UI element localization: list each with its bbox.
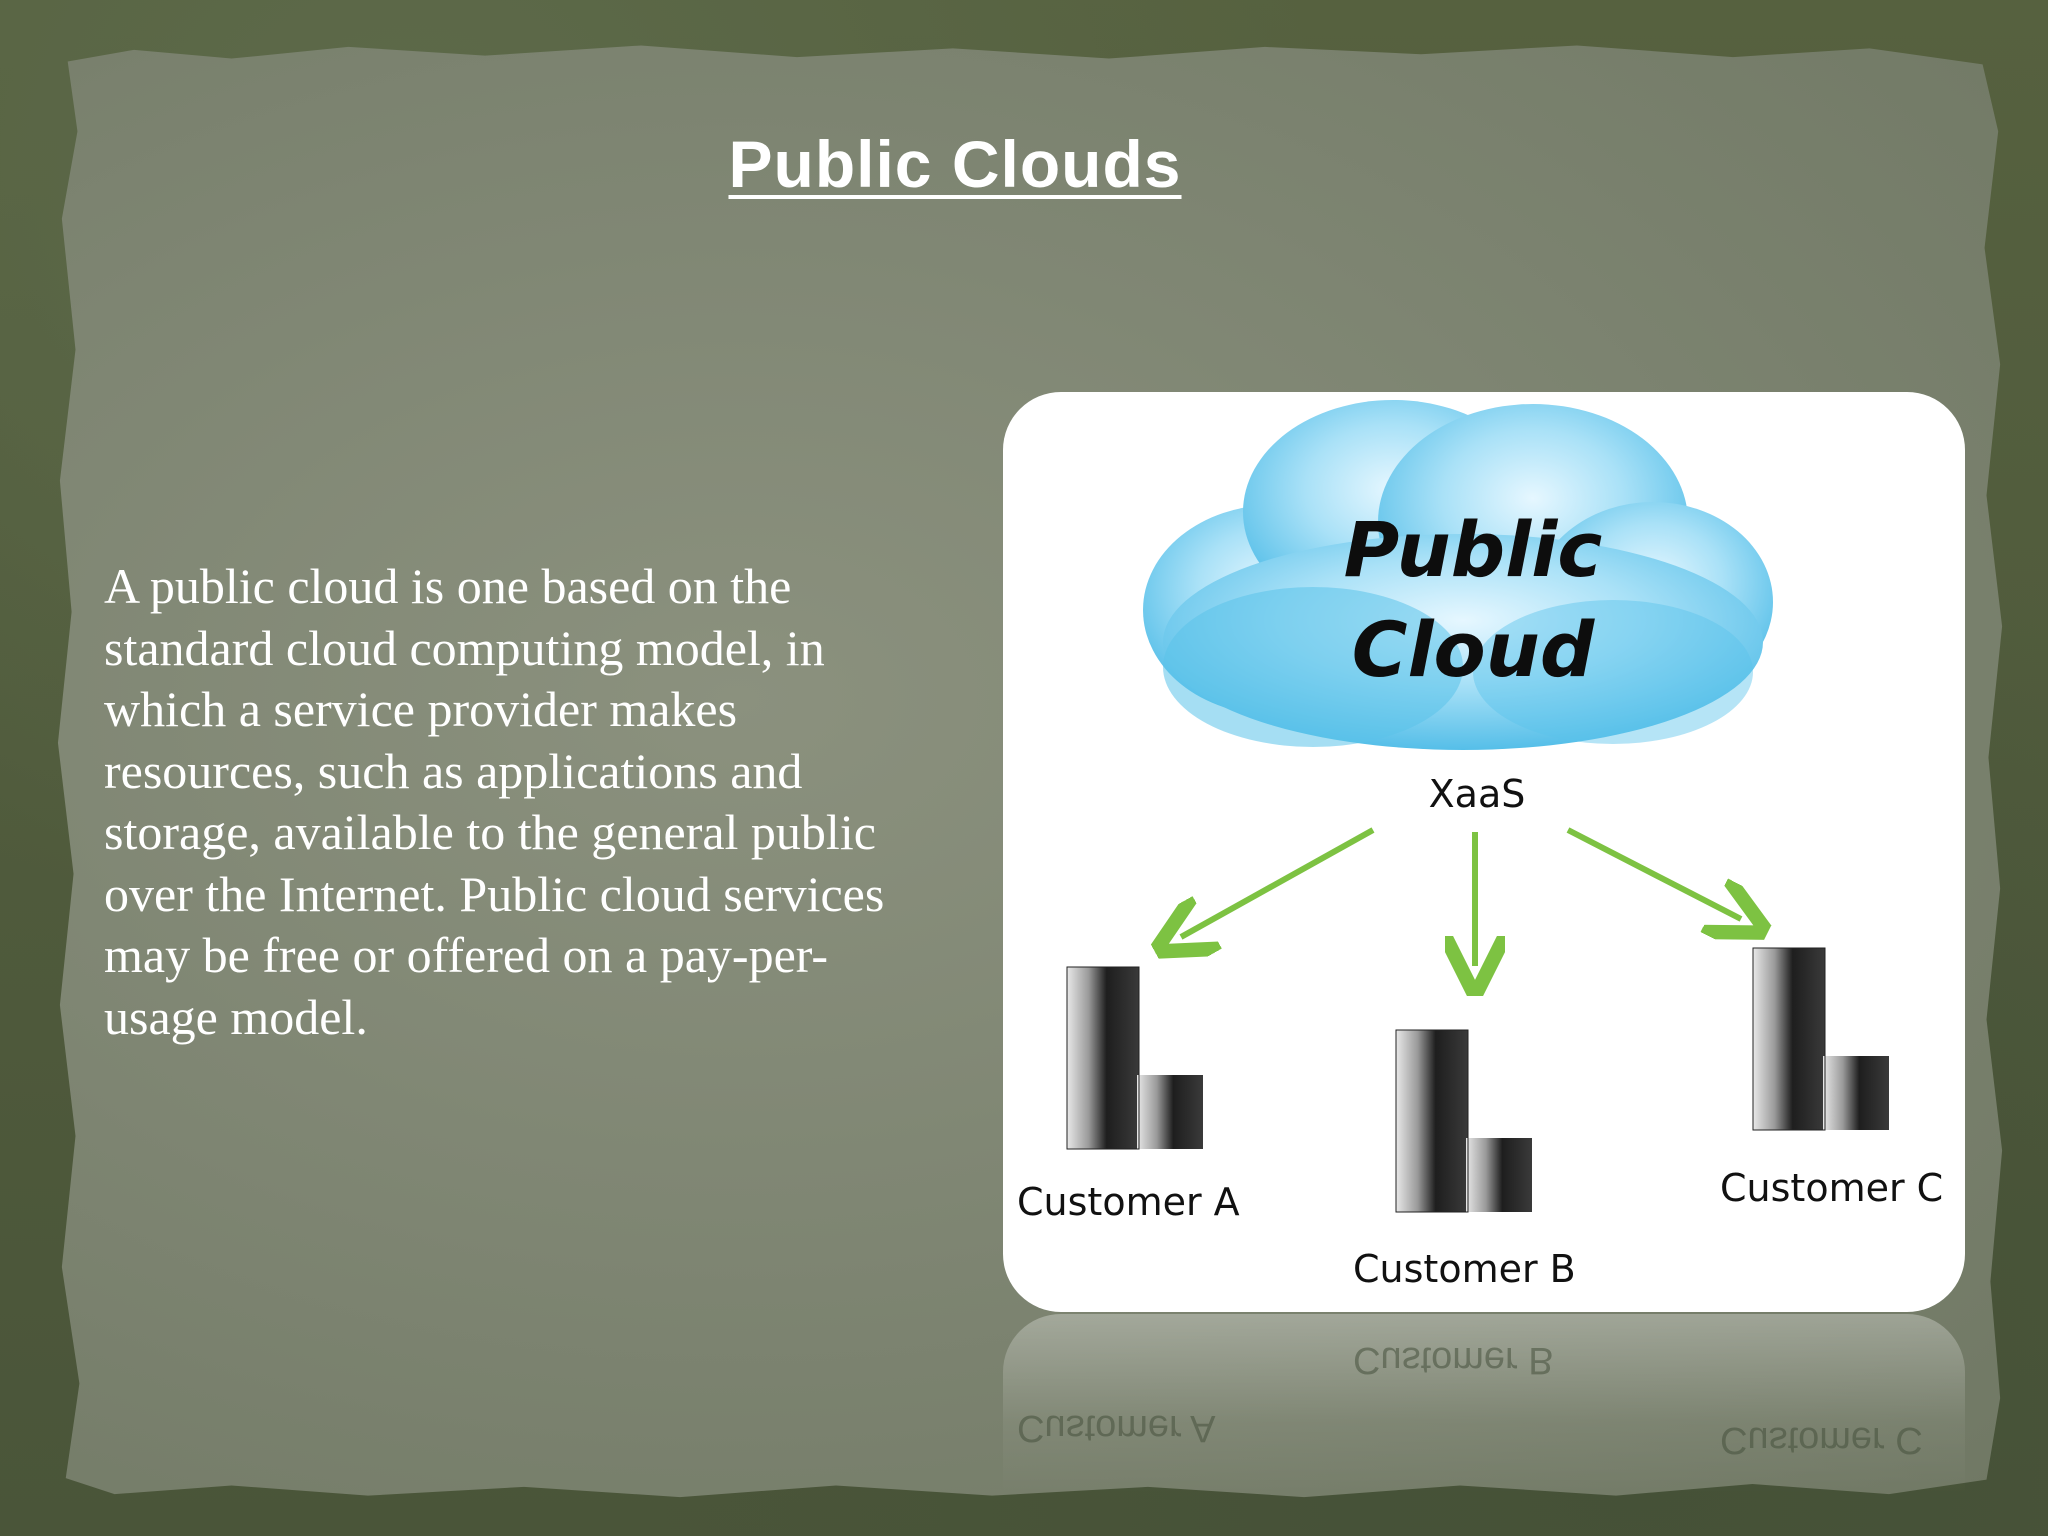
slide-body-text: A public cloud is one based on the stand…: [104, 558, 885, 1045]
reflection-customer-b: Customer B: [1353, 1339, 1554, 1381]
cloud-shape: [1143, 400, 1773, 750]
reflection-customer-a: Customer A: [1017, 1407, 1216, 1449]
customer-c-label: Customer C: [1720, 1166, 1944, 1210]
xaas-label: XaaS: [1428, 772, 1526, 816]
slide-title: Public Clouds: [728, 127, 1182, 201]
public-cloud-diagram: Public Cloud XaaS Customer A Customer B …: [1003, 392, 1965, 1312]
customer-a-label: Customer A: [1017, 1180, 1240, 1224]
diagram-reflection: Customer A Customer B Customer C: [1003, 1314, 1965, 1494]
customer-b-building-icon: [1395, 1029, 1532, 1213]
arrow-to-customer-a: [1181, 827, 1375, 937]
cloud-label-line2: Cloud: [1351, 605, 1595, 694]
cloud-label: Public Cloud: [1263, 500, 1683, 700]
arrow-to-customer-c: [1566, 827, 1741, 919]
reflection-customer-c: Customer C: [1720, 1419, 1923, 1461]
customer-b-label: Customer B: [1353, 1247, 1576, 1291]
customer-c-building-icon: [1752, 947, 1889, 1131]
customer-a-building-icon: [1066, 966, 1203, 1150]
cloud-label-line1: Public: [1343, 505, 1603, 594]
diagram-graphics: [1066, 400, 1889, 1213]
